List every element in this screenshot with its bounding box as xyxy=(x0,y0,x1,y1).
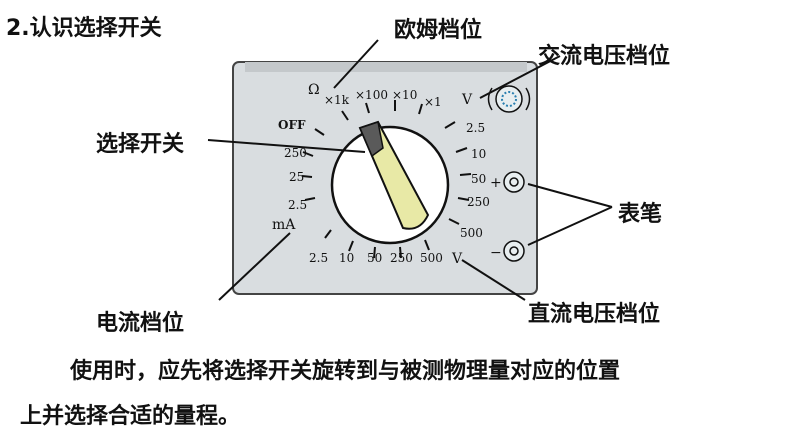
acv-tick-250: 250 xyxy=(467,195,490,209)
dcv-tick-10: 10 xyxy=(339,251,354,265)
acv-tick-10: 10 xyxy=(471,147,486,161)
section-title: 2.认识选择开关 xyxy=(6,16,162,41)
minus-jack xyxy=(503,240,525,262)
ohm-tick-1: ×1 xyxy=(424,95,442,109)
dcv-tick-50: 50 xyxy=(367,251,382,265)
dcv-tick-250: 250 xyxy=(390,251,413,265)
ohm-tick-100: ×100 xyxy=(355,88,388,102)
ma-tick-2-5: 2.5 xyxy=(288,198,307,212)
ohm-tick-1k: ×1k xyxy=(324,93,350,107)
current-range-callout: 电流档位 xyxy=(96,311,185,336)
ohm-range-callout: 欧姆档位 xyxy=(394,18,483,43)
plus-jack xyxy=(503,171,525,193)
ma-tick-25: 25 xyxy=(289,170,304,184)
leader-lines xyxy=(207,39,613,301)
dial-ticks xyxy=(301,100,472,259)
dcv-tick-2-5: 2.5 xyxy=(309,251,328,265)
acv-tick-50: 50 xyxy=(471,172,486,186)
paragraph-line-2: 上并选择合适的量程。 xyxy=(20,404,241,429)
meter-top-rim xyxy=(245,62,527,72)
adjust-knob-inner xyxy=(501,91,517,107)
paragraph-line-1: 使用时，应先将选择开关旋转到与被测物理量对应的位置 xyxy=(70,359,621,384)
ma-tick-250: 250 xyxy=(284,146,307,160)
dc-voltage-callout: 直流电压档位 xyxy=(528,302,661,327)
ohm-symbol: Ω xyxy=(308,82,320,98)
acv-tick-500: 500 xyxy=(460,226,483,240)
selector-switch-callout: 选择开关 xyxy=(96,132,185,157)
adjust-arrow-left xyxy=(487,87,493,111)
off-label: OFF xyxy=(278,118,306,132)
test-leads-callout: 表笔 xyxy=(618,202,663,227)
minus-sign: − xyxy=(490,245,502,261)
dcv-tick-500: 500 xyxy=(420,251,443,265)
dcv-unit: V xyxy=(451,251,463,267)
ohm-tick-10: ×10 xyxy=(392,88,417,102)
ma-unit: mA xyxy=(272,217,296,233)
adjust-arrow-right xyxy=(525,87,531,111)
acv-tick-2-5: 2.5 xyxy=(466,121,485,135)
adjust-knob xyxy=(495,85,523,113)
selector-pointer xyxy=(358,121,384,158)
ac-voltage-callout: 交流电压档位 xyxy=(538,44,671,69)
plus-sign: + xyxy=(490,175,502,191)
acv-unit: V xyxy=(461,92,473,108)
